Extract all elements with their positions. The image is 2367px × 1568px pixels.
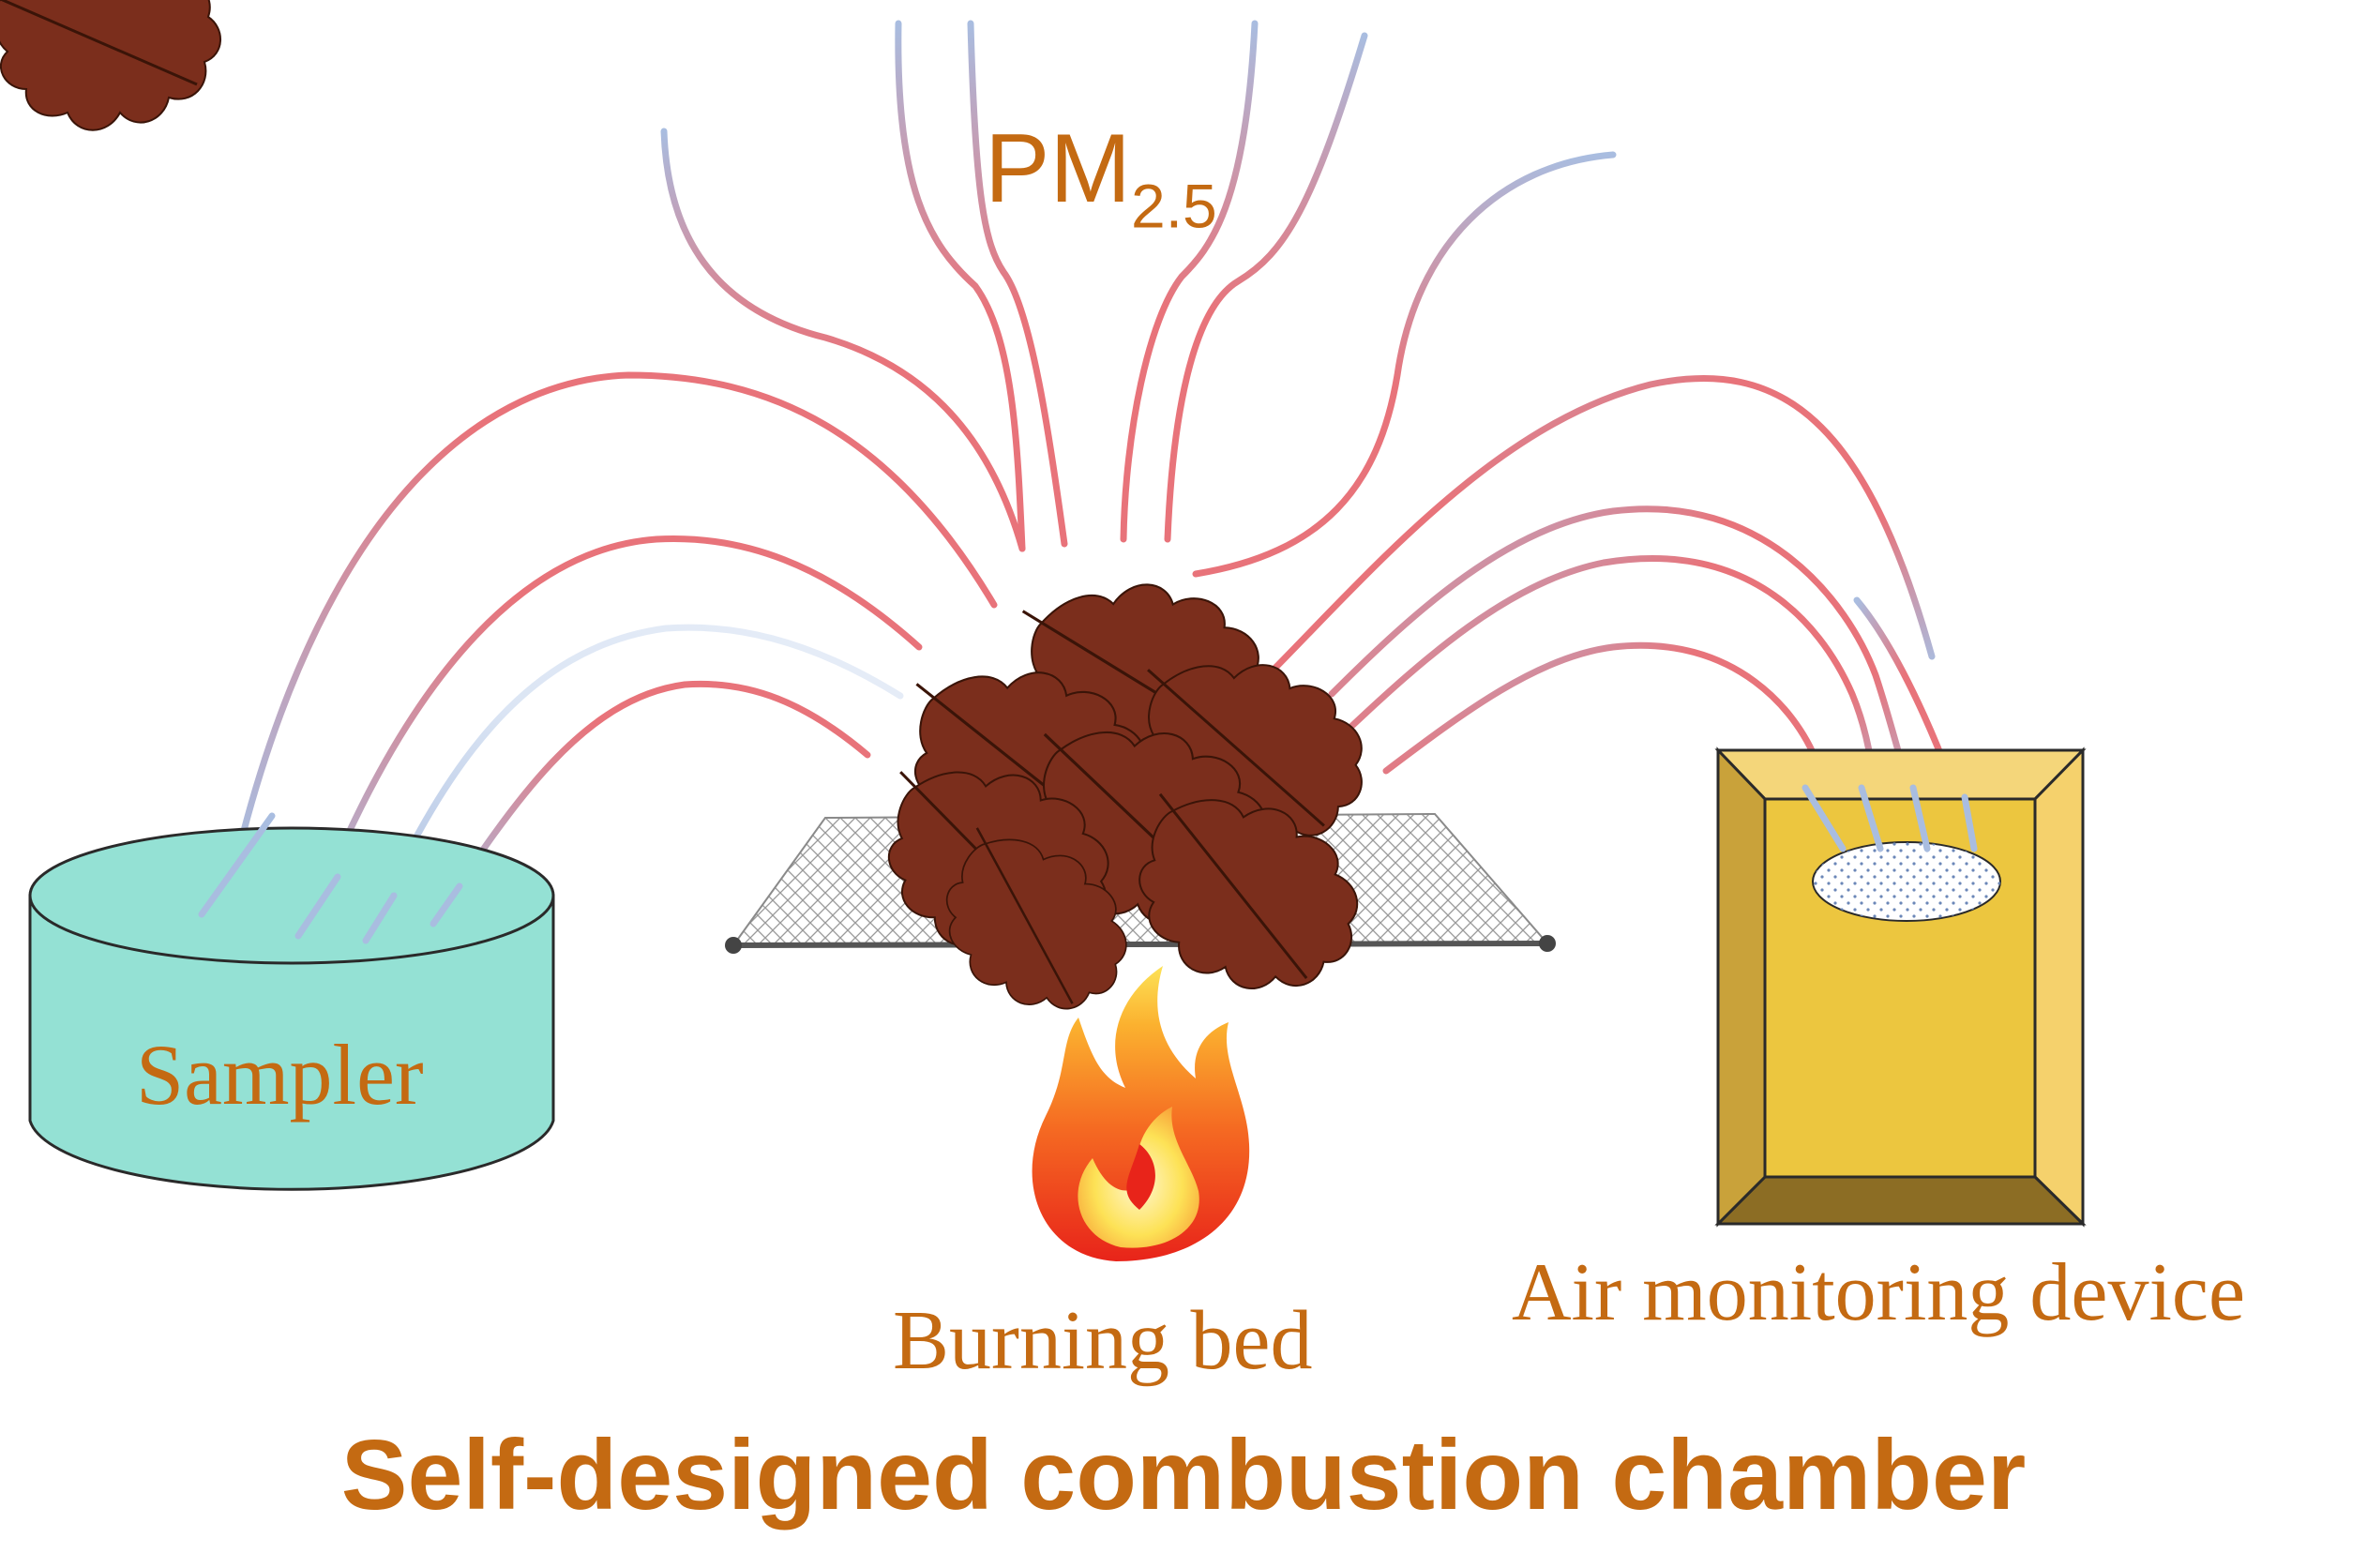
stream-up-3 bbox=[1120, 20, 1259, 543]
stream-up-5 bbox=[660, 128, 1026, 552]
stream-right-2 bbox=[1328, 505, 1931, 848]
stream-up-4 bbox=[1164, 32, 1368, 543]
stream-right-1 bbox=[1272, 375, 1936, 671]
air-monitor-box-icon bbox=[1714, 746, 2087, 1228]
stream-left-3 bbox=[364, 624, 904, 942]
burning-bed-label: Burning bed bbox=[893, 1294, 1313, 1387]
stream-left-1 bbox=[235, 371, 998, 852]
sampler-inlets bbox=[198, 812, 463, 944]
sampler-label: Sampler bbox=[136, 1027, 424, 1123]
air-monitoring-device-label: Air monitoring device bbox=[1512, 1247, 2246, 1338]
stream-up-6 bbox=[1192, 151, 1617, 578]
device-inlets bbox=[1802, 784, 1978, 852]
stream-left-4 bbox=[432, 680, 871, 923]
stream-left-2 bbox=[301, 535, 923, 942]
cylinder-icon bbox=[28, 826, 555, 1191]
pm25-label: PM2.5 bbox=[985, 120, 1217, 237]
stream-up-1 bbox=[895, 20, 1026, 552]
pm-label-main: PM bbox=[985, 114, 1131, 223]
flame-icon bbox=[1032, 966, 1250, 1261]
pm-label-subscript: 2.5 bbox=[1131, 171, 1217, 241]
stream-up-2 bbox=[967, 20, 1068, 548]
oak-leaves-icon bbox=[0, 0, 1393, 1048]
diagram-title: Self-designed combustion chamber bbox=[340, 1420, 2027, 1530]
